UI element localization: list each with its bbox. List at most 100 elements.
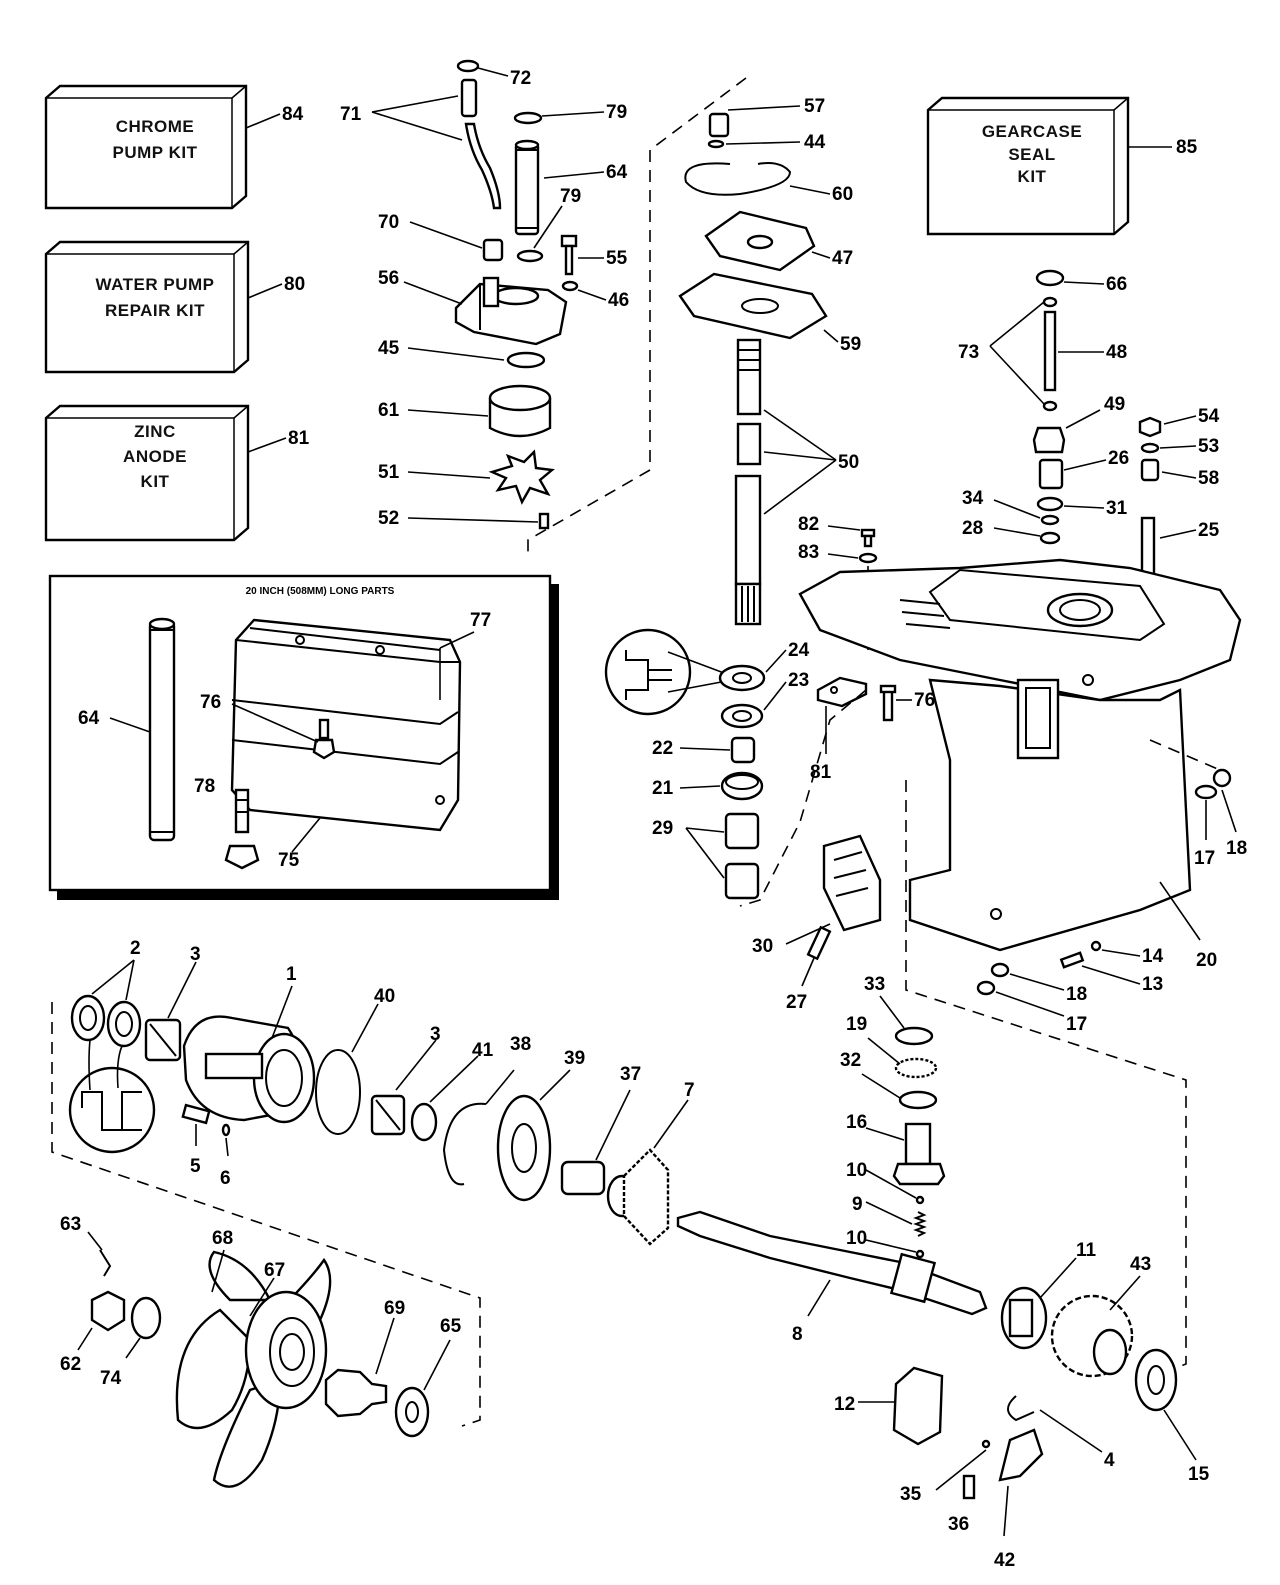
callout-67: 67 (264, 1260, 285, 1281)
callout-73: 73 (958, 342, 979, 363)
bearing-carrier-group: 2 3 1 5 6 40 3 41 38 (68, 938, 695, 1246)
impeller-housing-61 (488, 384, 552, 438)
callout-69: 69 (384, 1298, 405, 1319)
kit-box-water-pump: WATER PUMP REPAIR KIT 80 (44, 240, 305, 374)
extension-housing (230, 618, 462, 832)
callout-77: 77 (470, 610, 491, 631)
panel-title: 20 INCH (508MM) LONG PARTS (246, 586, 395, 597)
kit-zinc-line3: KIT (141, 472, 170, 491)
callout-76b: 76 (200, 692, 221, 713)
callout-12: 12 (834, 1394, 855, 1415)
propeller-shaft-8: 8 (676, 1210, 988, 1345)
callout-37: 37 (620, 1064, 641, 1085)
callout-54: 54 (1198, 406, 1220, 427)
callout-48: 48 (1106, 342, 1127, 363)
callout-2: 2 (130, 938, 141, 959)
callout-17a: 17 (1194, 848, 1215, 869)
kit-gearcase-line2: SEAL (1008, 145, 1055, 164)
callout-75: 75 (278, 850, 300, 871)
callout-47: 47 (832, 248, 853, 269)
callout-23: 23 (788, 670, 809, 691)
kit-zinc-line2: ANODE (123, 447, 187, 466)
anode-81-and-bolt-76: 81 76 (739, 676, 935, 907)
callout-38: 38 (510, 1034, 531, 1055)
callout-76a: 76 (914, 690, 935, 711)
callout-59: 59 (840, 334, 861, 355)
callout-17b: 17 (1066, 1014, 1087, 1035)
callout-83: 83 (798, 542, 819, 563)
callout-65: 65 (440, 1316, 462, 1337)
callout-4: 4 (1104, 1450, 1115, 1471)
callout-74: 74 (100, 1368, 122, 1389)
callout-1: 1 (286, 964, 297, 985)
callout-62: 62 (60, 1354, 81, 1375)
callout-64b: 64 (78, 708, 100, 729)
callout-10b: 10 (846, 1228, 867, 1249)
callout-53: 53 (1198, 436, 1219, 457)
callout-79b: 79 (560, 186, 581, 207)
callout-14: 14 (1142, 946, 1164, 967)
callout-30: 30 (752, 936, 773, 957)
long-parts-panel: 20 INCH (508MM) LONG PARTS 64 77 (48, 574, 559, 900)
bearing-stack: 24 23 22 21 29 (652, 640, 810, 900)
callout-22: 22 (652, 738, 673, 759)
callout-32: 32 (840, 1050, 861, 1071)
callout-18b: 18 (1066, 984, 1087, 1005)
callout-81b: 81 (810, 762, 832, 783)
callout-15: 15 (1188, 1464, 1210, 1485)
callout-8: 8 (792, 1324, 803, 1345)
callout-72: 72 (510, 68, 531, 89)
pinion-gear-16 (892, 1122, 946, 1186)
clutch-and-gears: 11 43 15 12 4 35 36 42 (834, 1240, 1210, 1571)
callout-29: 29 (652, 818, 673, 839)
callout-24: 24 (788, 640, 810, 661)
callout-35: 35 (900, 1484, 922, 1505)
pinion-stack: 33 19 32 16 10 9 10 (840, 974, 946, 1259)
callout-66: 66 (1106, 274, 1127, 295)
callout-21: 21 (652, 778, 674, 799)
kit-box-gearcase-seal: GEARCASE SEAL KIT 85 (926, 96, 1198, 236)
housing-bolt-76 (312, 718, 336, 760)
callout-81: 81 (288, 428, 310, 449)
callout-41: 41 (472, 1040, 494, 1061)
seal-detail-circle (604, 628, 733, 716)
kit-zinc-line1: ZINC (134, 422, 176, 441)
callout-6: 6 (220, 1168, 231, 1189)
callout-78: 78 (194, 776, 215, 797)
callout-26: 26 (1108, 448, 1129, 469)
callout-80: 80 (284, 274, 305, 295)
callout-70: 70 (378, 212, 399, 233)
shift-rod-group: 66 48 73 49 26 31 34 28 (958, 269, 1129, 545)
callout-10a: 10 (846, 1160, 867, 1181)
callout-56: 56 (378, 268, 399, 289)
stud-78 (224, 788, 260, 870)
callout-61: 61 (378, 400, 400, 421)
callout-39: 39 (564, 1048, 585, 1069)
kit-chrome-line2: PUMP KIT (113, 143, 198, 162)
callout-44: 44 (804, 132, 826, 153)
callout-52: 52 (378, 508, 399, 529)
callout-27: 27 (786, 992, 807, 1013)
callout-31: 31 (1106, 498, 1128, 519)
impeller-51 (488, 449, 555, 505)
propeller-blades (175, 1250, 332, 1488)
callout-58: 58 (1198, 468, 1219, 489)
callout-57: 57 (804, 96, 825, 117)
callout-7: 7 (684, 1080, 695, 1101)
callout-40: 40 (374, 986, 395, 1007)
callout-64a: 64 (606, 162, 628, 183)
callout-43: 43 (1130, 1254, 1151, 1275)
pump-housing-56 (454, 276, 568, 346)
kit-box-zinc-anode: ZINC ANODE KIT 81 (44, 404, 310, 542)
callout-3b: 3 (430, 1024, 441, 1045)
callout-9: 9 (852, 1194, 863, 1215)
callout-46: 46 (608, 290, 629, 311)
callout-20: 20 (1196, 950, 1217, 971)
water-tube-64 (514, 139, 540, 236)
callout-63: 63 (60, 1214, 81, 1235)
callout-3a: 3 (190, 944, 201, 965)
callout-16: 16 (846, 1112, 867, 1133)
callout-60: 60 (832, 184, 853, 205)
callout-18a: 18 (1226, 838, 1247, 859)
